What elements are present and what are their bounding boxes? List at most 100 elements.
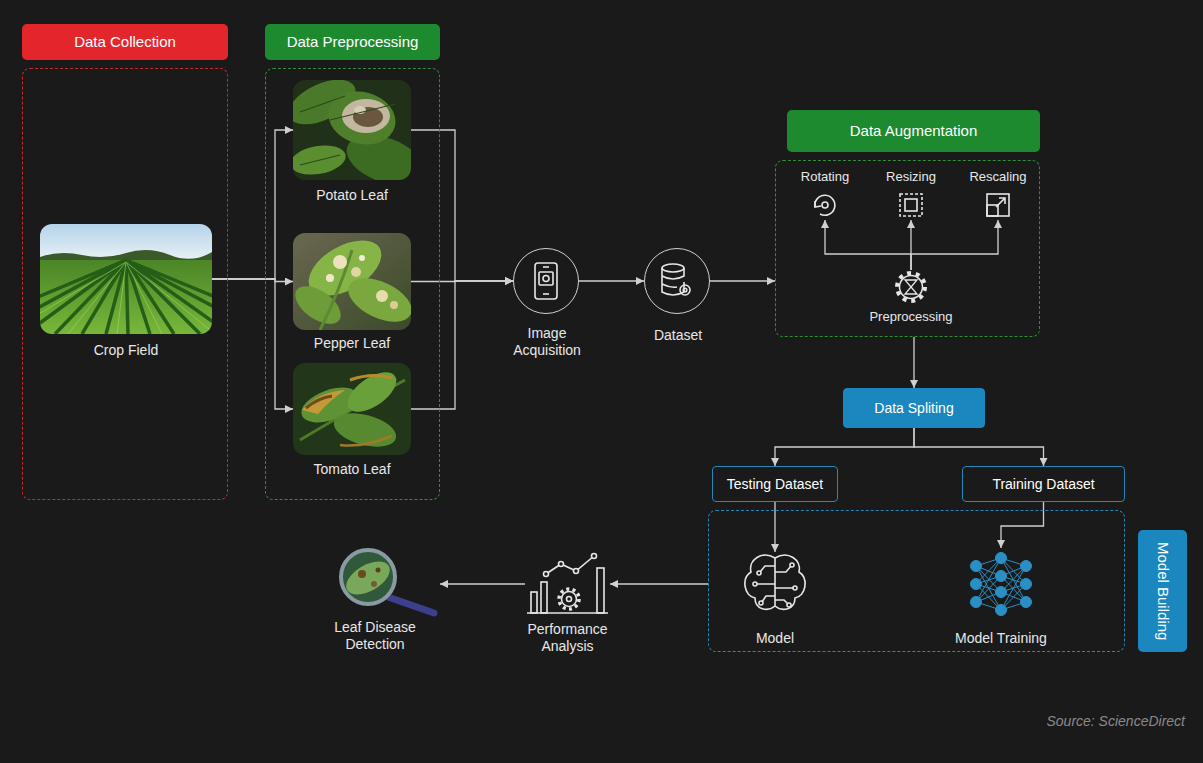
- flow-arrow: [610, 583, 708, 584]
- database-icon-part: [683, 288, 687, 292]
- crop-field-photo-part-part: [126, 260, 212, 334]
- tomato-leaf-photo-part: [350, 375, 392, 380]
- brain-circuit-icon-part: [745, 555, 775, 609]
- detection-icon: Leaf Disease Detection: [338, 547, 440, 615]
- model-icon: Model: [744, 552, 806, 616]
- pepper-leaf-photo-part: [351, 267, 361, 277]
- pepper-leaf-photo-part: [320, 250, 352, 330]
- node-text: Model: [725, 630, 825, 647]
- crop-field-photo-part-part: [126, 260, 212, 334]
- neural-network-icon-part: [971, 597, 982, 608]
- performance-icon-art-part: [592, 554, 597, 559]
- performance-icon-art-part: [562, 592, 577, 607]
- phone-icon-part: [539, 272, 553, 285]
- node-text: Leaf Disease Detection: [323, 619, 427, 653]
- caption: Resizing: [871, 169, 951, 185]
- flow-arrow: [411, 130, 513, 281]
- pepper-leaf-photo-part: [326, 274, 334, 282]
- brain-circuit-icon: [745, 555, 805, 609]
- brain-circuit-icon-part: [775, 555, 805, 609]
- region-heading: Data Preprocessing: [265, 24, 440, 60]
- node-text: Performance Analysis: [518, 621, 618, 655]
- flow-arrow: [710, 280, 775, 281]
- caption: Model Training: [936, 630, 1066, 647]
- node-text: Tomato Leaf: [282, 461, 422, 478]
- node-text: Pepper Leaf: [282, 335, 422, 352]
- performance-icon-art-part: [574, 569, 579, 574]
- rotate-icon-art-part: [822, 202, 828, 208]
- performance-icon: Performance Analysis: [525, 553, 610, 615]
- flow-arrow: [212, 130, 293, 279]
- source-note: Source: ScienceDirect: [985, 712, 1185, 730]
- brain-circuit-icon-part: [775, 566, 794, 604]
- pepper-leaf-photo-part: [342, 269, 411, 330]
- crop-field-photo-part-part: [117, 262, 126, 334]
- performance-icon-art-part: [559, 589, 579, 609]
- node-text: Crop Field: [51, 342, 201, 359]
- magnifier-icon-part: [340, 549, 396, 605]
- flow-arrow: [775, 428, 914, 466]
- caption: Dataset: [618, 327, 738, 344]
- performance-icon-art-part: [567, 597, 572, 602]
- phone-icon-part: [543, 266, 549, 268]
- crop-field-photo-part-part: [106, 260, 126, 334]
- magnifier-icon-part: [341, 550, 395, 604]
- crop-field-photo-part-part: [68, 262, 126, 334]
- flow-arrow: [1001, 502, 1044, 548]
- neural-network-icon-part: [996, 571, 1007, 582]
- crop-field-photo-part-part: [55, 260, 126, 334]
- magnifier-icon-part-part: [371, 581, 377, 587]
- flow-arrow: [914, 428, 1044, 466]
- node-text: Data Collection: [74, 33, 176, 51]
- performance-icon-art-part: [531, 592, 537, 613]
- phone-icon-part: [535, 263, 557, 299]
- resize-icon-art-part: [905, 199, 917, 211]
- caption: Crop Field: [51, 342, 201, 359]
- neural-network-icon-part: [1021, 579, 1032, 590]
- database-icon: [662, 264, 690, 295]
- crop-field-photo-part: [40, 260, 212, 334]
- rescale-icon: Rescaling: [983, 190, 1013, 220]
- crop-field-photo-part-part: [82, 260, 126, 334]
- performance-icon-art-part: [559, 562, 564, 567]
- crop-field-photo: [40, 224, 212, 334]
- node-text: Preprocessing: [856, 309, 966, 325]
- rotate-icon: Rotating: [810, 190, 840, 220]
- node-text: Dataset: [618, 327, 738, 344]
- neural-network-icon-part: [976, 558, 1026, 610]
- node-text: Image Acquisition: [503, 325, 591, 359]
- region-outline: [265, 68, 440, 500]
- tomato-leaf-photo-part: [293, 363, 411, 455]
- crop-field-photo-part-part: [40, 262, 126, 334]
- crop-field-photo-part-part: [40, 260, 126, 334]
- region-heading: Data Augmentation: [787, 110, 1040, 152]
- leaf-photo-frame: Tomato Leaf: [293, 363, 411, 455]
- neural-network-icon-part: [971, 579, 982, 590]
- magnifier-icon: [340, 549, 434, 613]
- neural-network-icon: [971, 553, 1032, 616]
- performance-icon-art: [527, 554, 608, 614]
- tomato-leaf-photo-part: [341, 364, 403, 419]
- rescale-icon-art-part: [996, 198, 1005, 207]
- collection-region: Data CollectionCrop Field: [22, 68, 228, 500]
- neural-network-icon-part: [1021, 561, 1032, 572]
- rotate-icon-art-part: [815, 201, 821, 207]
- gear-icon-part: [905, 280, 917, 294]
- database-icon-part: [662, 284, 677, 287]
- potato-leaf-photo-part: [353, 107, 383, 127]
- brain-circuit-icon-part: [753, 582, 757, 586]
- tomato-leaf-photo-part: [330, 407, 400, 453]
- magnifier-icon-part-part: [376, 568, 381, 573]
- augmentation-region: Data AugmentationRotatingResizingRescali…: [775, 160, 1040, 337]
- magnifier-icon-part: [388, 597, 434, 613]
- model-building-region: Model BuildingModelModel Training: [708, 510, 1125, 652]
- crop-field-photo-part-part: [126, 262, 162, 334]
- flow-arrow: [579, 280, 644, 281]
- node-text: Data Spliting: [874, 400, 953, 417]
- neural-network-icon-part: [996, 553, 1007, 564]
- preprocess-gear: Preprocessing: [894, 270, 928, 304]
- node-text: Rotating: [785, 169, 865, 185]
- node-text: Model Training: [936, 630, 1066, 647]
- preprocessing-region: Data PreprocessingPotato LeafPepper Leaf…: [265, 68, 440, 500]
